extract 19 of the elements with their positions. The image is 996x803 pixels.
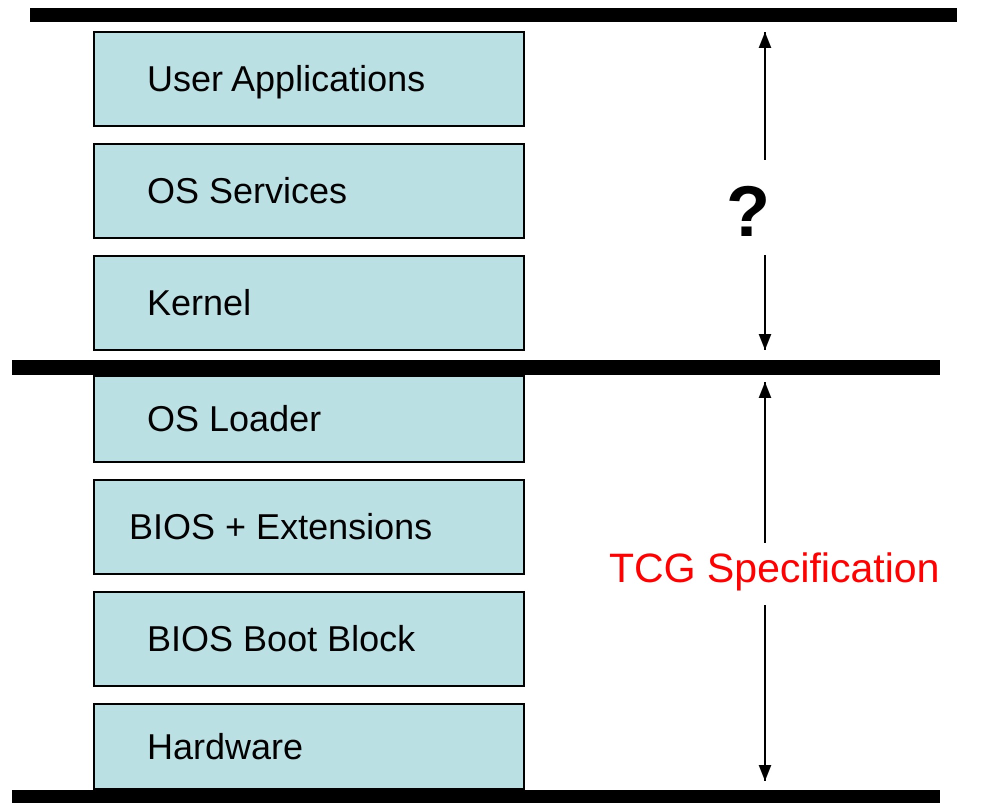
divider-bar: [30, 8, 957, 22]
layer-box: [93, 479, 525, 575]
layer-box: [93, 375, 525, 463]
specification-label: TCG Specification: [609, 548, 940, 589]
divider-bar: [12, 360, 940, 375]
layer-label: OS Loader: [147, 398, 322, 440]
divider-bar: [12, 790, 940, 803]
layer-label: BIOS Boot Block: [147, 618, 416, 660]
layer-label: Hardware: [147, 726, 304, 768]
question-mark-label: ?: [726, 176, 770, 248]
layer-box: [93, 255, 525, 351]
layer-box: [93, 31, 525, 127]
layer-box: [93, 703, 525, 790]
layer-box: [93, 591, 525, 687]
layer-label: BIOS + Extensions: [129, 506, 432, 548]
layer-label: OS Services: [147, 170, 348, 212]
layer-label: User Applications: [147, 58, 426, 100]
layer-box: [93, 143, 525, 239]
layer-label: Kernel: [147, 282, 252, 324]
